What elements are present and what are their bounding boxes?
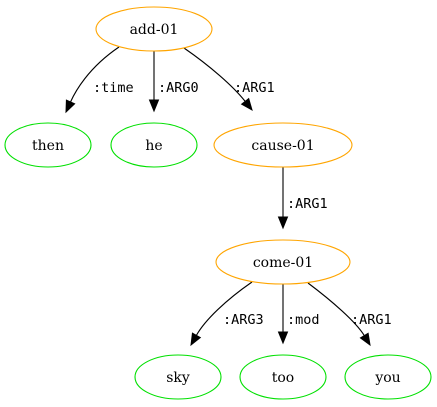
edge-come-sky: :ARG3 — [190, 281, 264, 347]
arrowhead — [65, 99, 76, 114]
node-you: you — [344, 354, 432, 400]
node-label: come-01 — [253, 255, 313, 271]
edge-cause-come: :ARG1 — [277, 166, 328, 230]
edge-line — [70, 46, 120, 103]
node-label: then — [32, 138, 64, 154]
node-label: you — [374, 370, 400, 386]
edge-line — [195, 281, 253, 336]
arrowhead — [277, 216, 289, 230]
node-come: come-01 — [215, 239, 351, 285]
arrowhead — [277, 331, 289, 345]
edge-label: :mod — [287, 312, 320, 328]
edge-add-he: :ARG0 — [148, 50, 199, 113]
arrowhead — [190, 332, 202, 347]
edge-label: :ARG3 — [223, 312, 264, 328]
node-label: too — [272, 370, 294, 386]
nodes-layer: add-01 then he cause-01 come-01 sky too you — [4, 6, 432, 400]
leaf-node-ellipse — [239, 354, 327, 400]
node-sky: sky — [134, 354, 222, 400]
edge-line — [307, 282, 365, 336]
arrowhead — [148, 99, 160, 113]
node-label: sky — [166, 370, 190, 386]
edge-label: :ARG1 — [234, 80, 275, 96]
edge-add-then: :time — [65, 46, 134, 114]
concept-node-ellipse — [213, 122, 353, 168]
edge-label: :ARG0 — [158, 80, 199, 96]
leaf-node-ellipse — [344, 354, 432, 400]
edge-line — [183, 47, 246, 102]
node-he: he — [110, 122, 198, 168]
arrowhead — [240, 97, 253, 112]
edge-come-you: :ARG1 — [307, 282, 392, 347]
edge-come-too: :mod — [277, 283, 320, 345]
node-cause: cause-01 — [213, 122, 353, 168]
edge-add-cause: :ARG1 — [183, 47, 275, 112]
edges-layer: :time :ARG0 :ARG1 :ARG1 :ARG3 :mod :ARG1 — [65, 46, 392, 347]
leaf-node-ellipse — [134, 354, 222, 400]
leaf-node-ellipse — [4, 122, 92, 168]
node-add: add-01 — [95, 6, 213, 52]
node-then: then — [4, 122, 92, 168]
edge-label: :ARG1 — [287, 196, 328, 212]
concept-node-ellipse — [95, 6, 213, 52]
concept-node-ellipse — [215, 239, 351, 285]
node-label: he — [145, 138, 162, 154]
edge-label: :ARG1 — [351, 312, 392, 328]
edge-label: :time — [93, 80, 134, 96]
node-too: too — [239, 354, 327, 400]
leaf-node-ellipse — [110, 122, 198, 168]
node-label: add-01 — [130, 22, 179, 38]
arrowhead — [359, 332, 371, 347]
node-label: cause-01 — [251, 138, 314, 154]
